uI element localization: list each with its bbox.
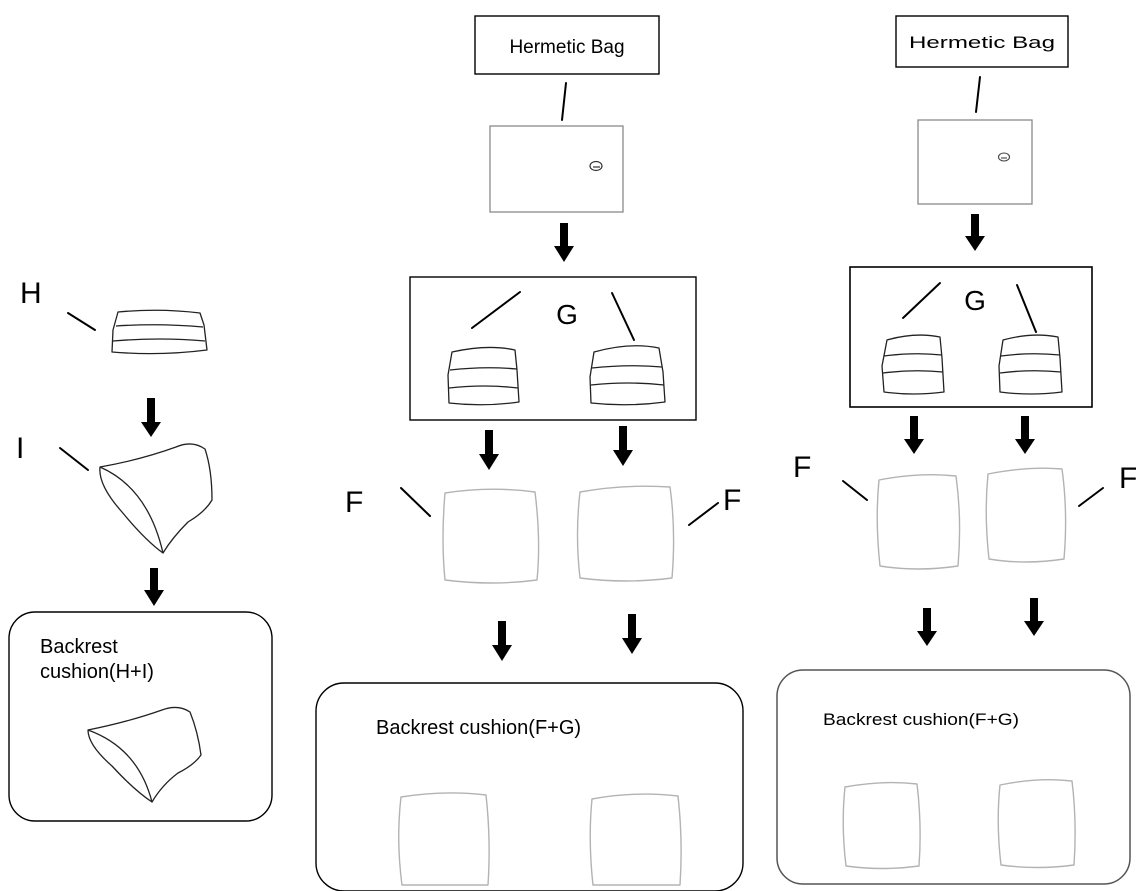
middle-label-f-right: F	[723, 484, 741, 517]
right-result-box-f-g	[776, 669, 1131, 885]
result-title-line1: Backrest	[40, 636, 118, 658]
right-label-g: G	[964, 285, 986, 316]
middle-hermetic-bag	[489, 125, 624, 213]
middle-label-g: G	[556, 299, 578, 330]
right-arrow-g-right-to-f	[1015, 416, 1035, 454]
middle-label-f-left: F	[345, 486, 363, 519]
right-result-cushion-left	[842, 781, 921, 870]
right-f-leader-right	[1078, 487, 1104, 507]
part-i-cone	[99, 443, 213, 554]
middle-arrow-f-left-to-result	[492, 621, 512, 661]
middle-g-pillow-right	[589, 345, 666, 406]
right-g-pillow-right	[998, 334, 1063, 395]
right-label-f-right: F	[1119, 462, 1136, 495]
middle-arrow-g-right-to-f	[613, 426, 633, 466]
middle-result-cushion-right	[589, 793, 682, 886]
right-bag-valve-icon	[997, 152, 1011, 162]
right-hermetic-bag	[917, 119, 1033, 205]
middle-bag-leader	[561, 82, 567, 121]
middle-column: Hermetic Bag G F F	[315, 15, 744, 891]
right-arrow-g-left-to-f	[904, 416, 924, 454]
leader-h	[67, 312, 96, 331]
middle-hermetic-bag-label-box	[474, 15, 660, 75]
right-g-pillow-left	[881, 334, 945, 395]
right-arrow-bag-to-g	[965, 214, 985, 251]
right-result-cushion-right	[997, 778, 1076, 869]
middle-f-leader-right	[688, 502, 719, 526]
arrow-h-to-i	[141, 398, 161, 437]
middle-f-leader-left	[400, 487, 431, 517]
middle-g-leader-left	[471, 291, 521, 329]
middle-arrow-f-right-to-result	[622, 614, 642, 654]
middle-f-cushion-left	[442, 488, 540, 584]
leader-i	[59, 447, 89, 471]
middle-arrow-bag-to-g	[554, 223, 574, 262]
right-f-leader-left	[842, 480, 868, 501]
arrow-i-to-result	[144, 568, 164, 606]
right-hermetic-bag-label: Hermetic Bag	[909, 33, 1055, 52]
right-column: Hermetic Bag G F F	[776, 15, 1136, 885]
label-h: H	[20, 277, 42, 310]
label-i: I	[16, 432, 24, 465]
middle-f-cushion-right	[576, 485, 675, 582]
middle-hermetic-bag-label: Hermetic Bag	[509, 37, 624, 58]
right-hermetic-bag-label-box	[895, 15, 1069, 68]
right-bag-leader	[975, 76, 981, 113]
right-g-leader-right	[1016, 284, 1037, 333]
result-title-line2: cushion(H+I)	[40, 661, 154, 683]
middle-bag-valve-icon	[589, 160, 603, 172]
right-g-leader-left	[902, 282, 941, 319]
result-h-i-cone	[87, 706, 202, 803]
middle-result-title: Backrest cushion(F+G)	[376, 717, 581, 739]
middle-result-cushion-left	[398, 792, 490, 886]
left-column: H I Backrest cushion(H+I)	[8, 277, 273, 822]
right-result-title: Backrest cushion(F+G)	[823, 710, 1019, 729]
right-label-f-left: F	[793, 451, 811, 484]
right-arrow-f-left-to-result	[917, 608, 937, 646]
right-f-cushion-right	[985, 467, 1067, 563]
middle-g-pillow-left	[447, 346, 520, 406]
part-h-pillow	[111, 309, 208, 355]
right-f-cushion-left	[876, 473, 961, 570]
middle-g-leader-right	[611, 292, 635, 341]
middle-arrow-g-left-to-f	[479, 430, 499, 470]
right-arrow-f-right-to-result	[1024, 598, 1044, 636]
